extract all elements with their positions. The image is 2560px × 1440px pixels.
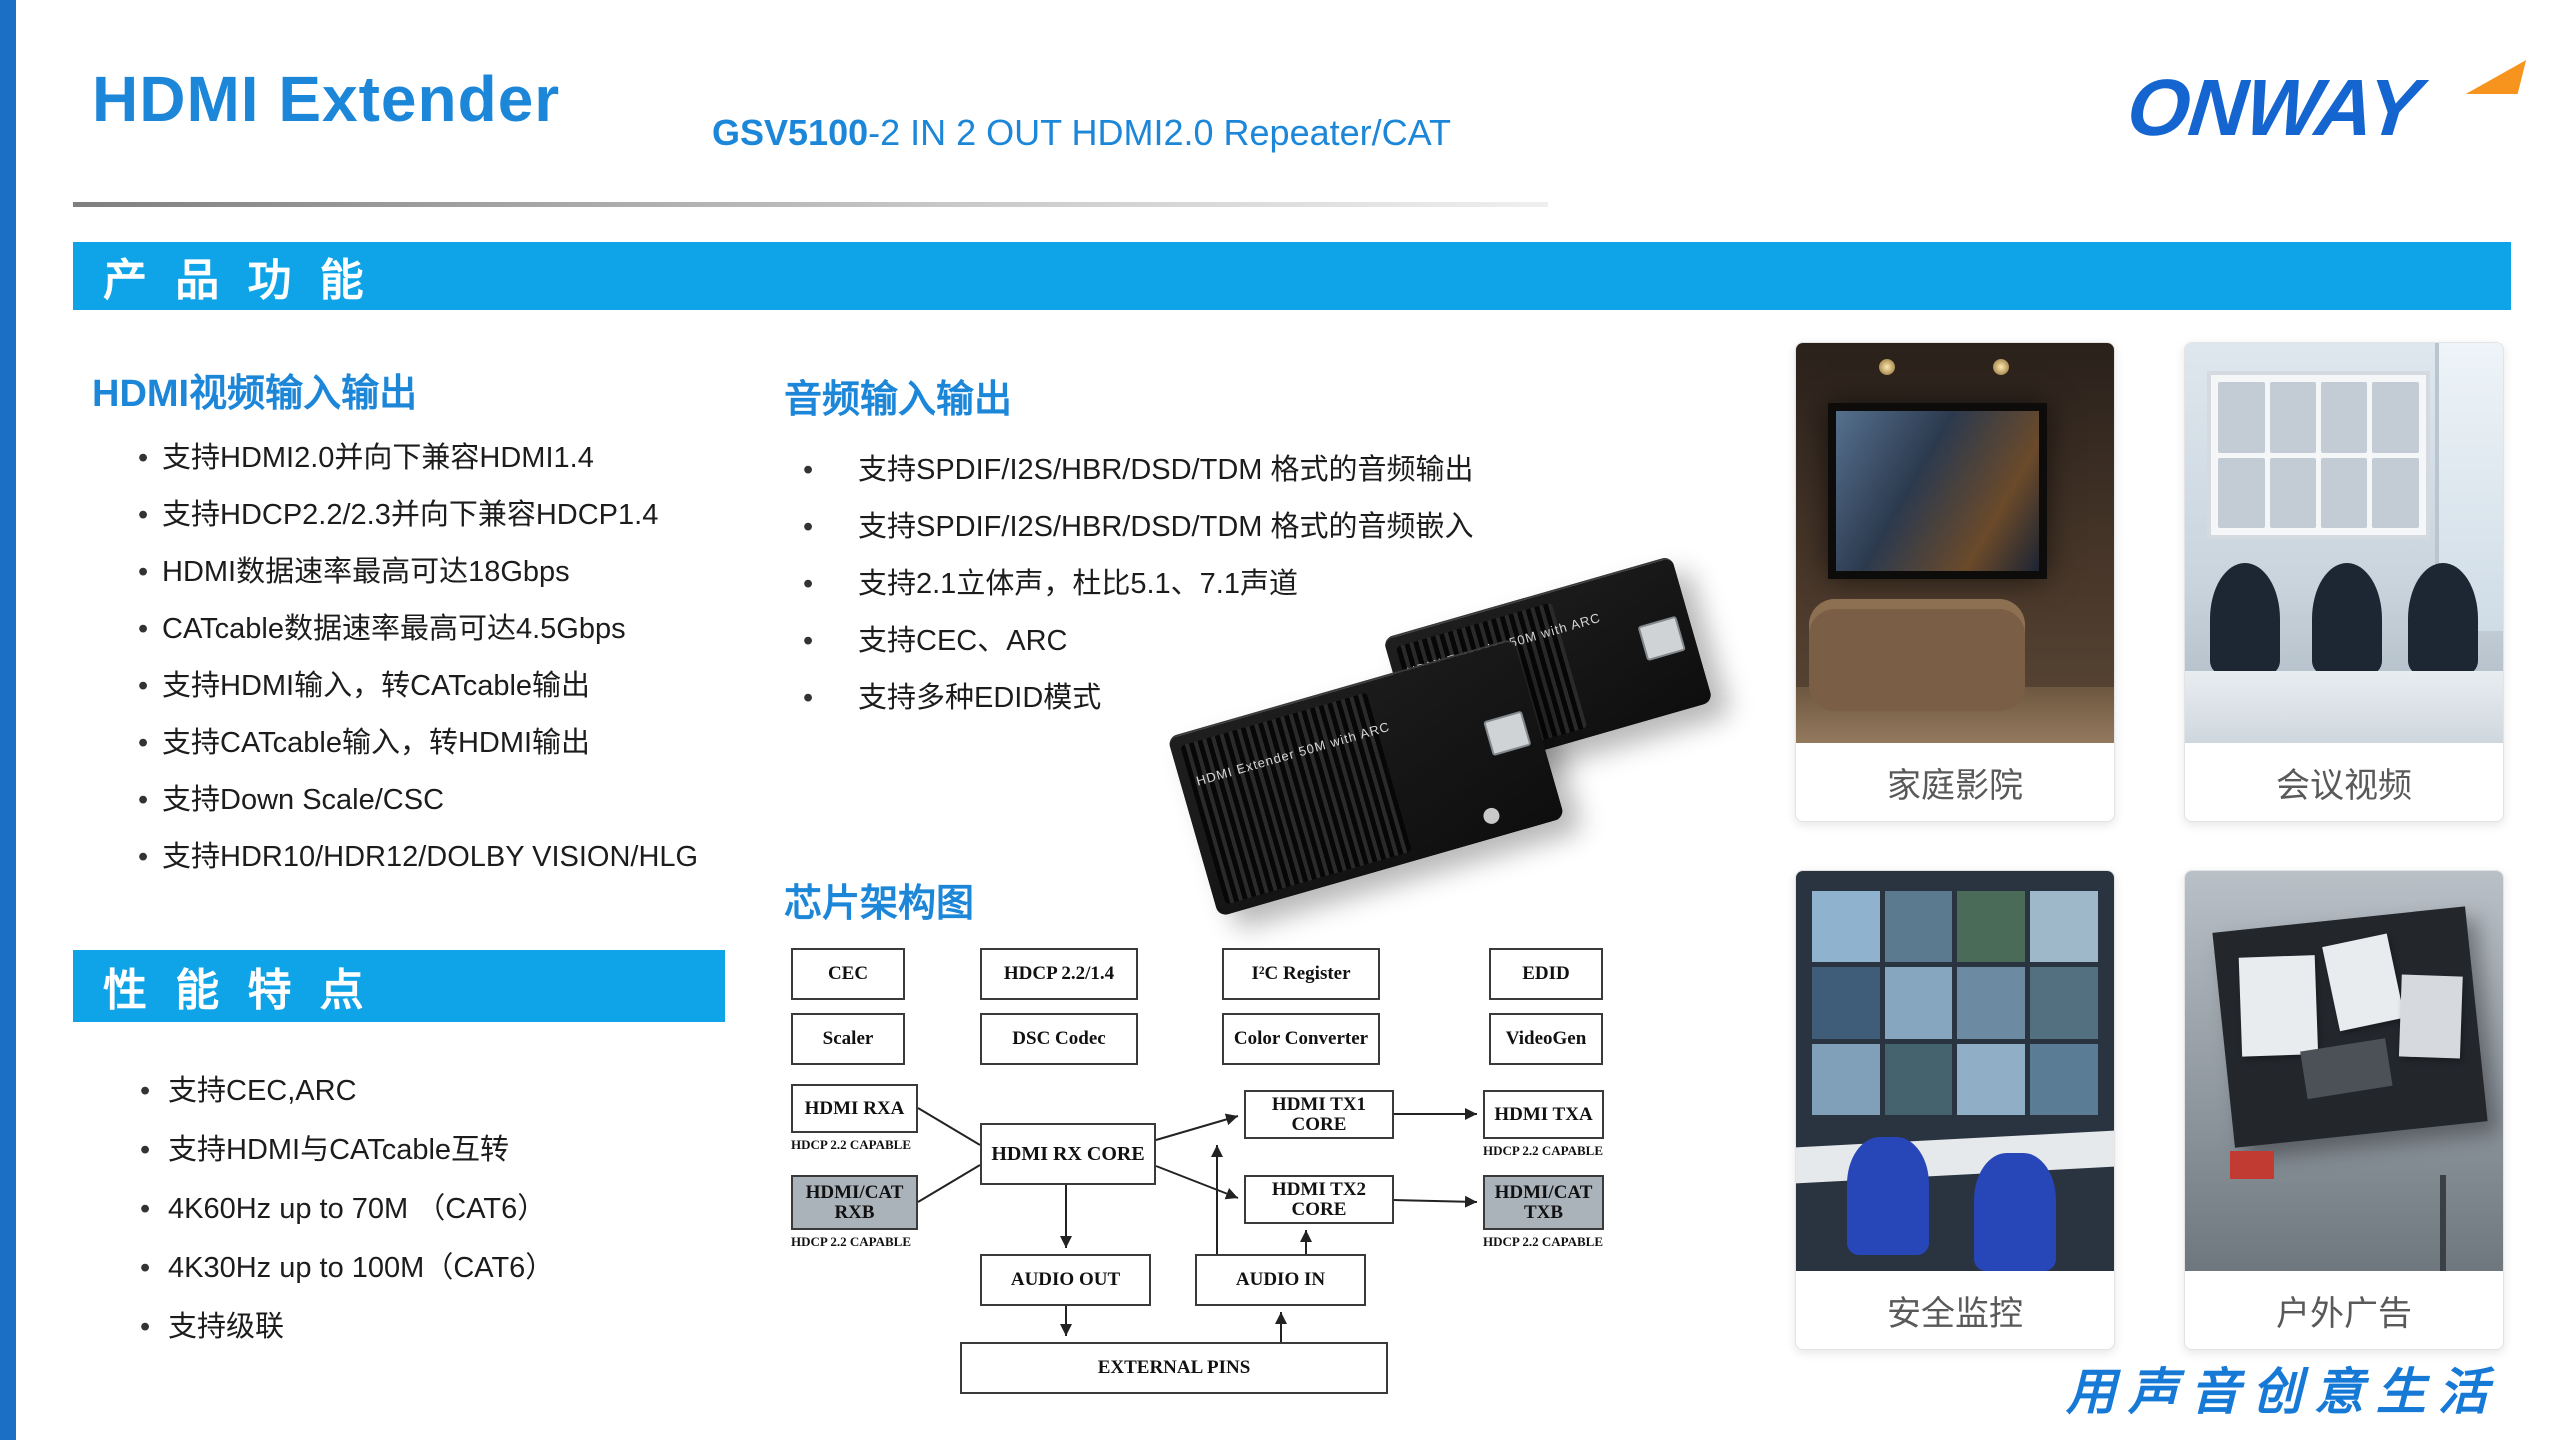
- model-number: GSV5100: [712, 112, 869, 153]
- home-theater-image: [1796, 343, 2114, 743]
- gallery-card-video-conference: 会议视频: [2184, 342, 2504, 822]
- page-title: HDMI Extender: [92, 63, 561, 135]
- diagram-box-audio-in: AUDIO IN: [1195, 1254, 1366, 1306]
- brand-slogan: 用声音创意生活: [2066, 1364, 2500, 1420]
- gallery-caption: 家庭影院: [1887, 766, 2023, 805]
- sofa: [1808, 599, 2025, 711]
- gallery-card-home-theater: 家庭影院: [1795, 342, 2115, 822]
- heading-chip-architecture: 芯片架构图: [784, 883, 975, 925]
- list-item: 支持CATcable输入，转HDMI输出: [92, 715, 698, 772]
- person-silhouette: [2210, 563, 2281, 675]
- flag-pole: [2439, 1175, 2446, 1271]
- conference-screen: [2207, 371, 2430, 539]
- list-item: 支持CEC、ARC: [784, 613, 1474, 670]
- list-item: CATcable数据速率最高可达4.5Gbps: [92, 601, 698, 658]
- logo-swoosh-icon: [2466, 60, 2526, 94]
- diagram-box-scaler: Scaler: [791, 1013, 905, 1065]
- diagram-box-hdmi-txa: HDMI TXA: [1483, 1090, 1604, 1139]
- diagram-box-hdmi-rx-core: HDMI RX CORE: [980, 1123, 1156, 1185]
- diagram-box-color-converter: Color Converter: [1222, 1013, 1380, 1065]
- list-item: 支持级联: [92, 1298, 554, 1357]
- diagram-box-hdmi-tx2-core: HDMI TX2 CORE: [1244, 1175, 1394, 1224]
- list-item: 支持HDMI2.0并向下兼容HDMI1.4: [92, 430, 698, 487]
- video-wall: [1811, 891, 2099, 1115]
- diagram-box-hdmi-tx1-core: HDMI TX1 CORE: [1244, 1090, 1394, 1139]
- diagram-box-external-pins: EXTERNAL PINS: [960, 1342, 1388, 1394]
- list-item: 支持CEC,ARC: [92, 1062, 554, 1121]
- diagram-box-videogen: VideoGen: [1489, 1013, 1603, 1065]
- diagram-label-hdcp-capable: HDCP 2.2 CAPABLE: [791, 1234, 912, 1249]
- diagram-box-hdmi-cat-txb: HDMI/CAT TXB: [1483, 1175, 1604, 1230]
- list-item: 支持2.1立体声，杜比5.1、7.1声道: [784, 556, 1474, 613]
- list-item: 支持SPDIF/I2S/HBR/DSD/TDM 格式的音频嵌入: [784, 499, 1474, 556]
- control-desk: [1796, 1130, 2114, 1184]
- list-item: 4K60Hz up to 70M （CAT6）: [92, 1180, 554, 1239]
- heading-audio-io: 音频输入输出: [784, 379, 1013, 421]
- video-conference-image: [2185, 343, 2503, 743]
- person-silhouette: [2407, 563, 2478, 675]
- subtitle-text: -2 IN 2 OUT HDMI2.0 Repeater/CAT: [868, 112, 1451, 153]
- chair: [1846, 1137, 1929, 1255]
- header-divider: [73, 202, 1548, 207]
- outdoor-advertising-image: [2185, 871, 2503, 1271]
- list-item: 支持Down Scale/CSC: [92, 772, 698, 829]
- audio-jack: [1481, 806, 1502, 826]
- product-photo: HDMI Extender 50M with ARC HDMI Extender…: [1167, 555, 1770, 933]
- diagram-box-hdmi-rxa: HDMI RXA: [791, 1084, 918, 1133]
- list-item: 支持SPDIF/I2S/HBR/DSD/TDM 格式的音频输出: [784, 442, 1474, 499]
- diagram-label-hdcp-capable: HDCP 2.2 CAPABLE: [1483, 1143, 1604, 1158]
- diagram-box-dsc-codec: DSC Codec: [980, 1013, 1138, 1065]
- brand-logo-text: ONWAY: [2123, 63, 2425, 152]
- heading-hdmi-io: HDMI视频输入输出: [92, 373, 418, 415]
- diagram-label-hdcp-capable: HDCP 2.2 CAPABLE: [1483, 1234, 1604, 1249]
- gallery-caption: 会议视频: [2276, 766, 2412, 805]
- gallery-caption: 户外广告: [2276, 1294, 2412, 1333]
- hdmi-io-list: 支持HDMI2.0并向下兼容HDMI1.4 支持HDCP2.2/2.3并向下兼容…: [92, 430, 698, 886]
- gallery-card-outdoor-advertising: 户外广告: [2184, 870, 2504, 1350]
- diagram-box-edid: EDID: [1489, 948, 1603, 1000]
- list-item: 支持HDCP2.2/2.3并向下兼容HDCP1.4: [92, 487, 698, 544]
- diagram-box-audio-out: AUDIO OUT: [980, 1254, 1151, 1306]
- diagram-box-hdcp: HDCP 2.2/1.4: [980, 948, 1138, 1000]
- diagram-box-cec: CEC: [791, 948, 905, 1000]
- banner-performance-features: 性 能 特 点: [73, 950, 725, 1022]
- chair: [1974, 1153, 2057, 1271]
- billboard: [2212, 906, 2489, 1148]
- brand-logo: ONWAY: [2123, 58, 2528, 158]
- gallery-caption: 安全监控: [1887, 1294, 2023, 1333]
- list-item: 支持HDMI输入，转CATcable输出: [92, 658, 698, 715]
- page-subtitle: GSV5100-2 IN 2 OUT HDMI2.0 Repeater/CAT: [712, 112, 1451, 154]
- small-sign: [2229, 1151, 2275, 1179]
- security-monitoring-image: [1796, 871, 2114, 1271]
- gallery-card-security-monitoring: 安全监控: [1795, 870, 2115, 1350]
- conference-table: [2185, 671, 2503, 743]
- list-item: 支持HDR10/HDR12/DOLBY VISION/HLG: [92, 829, 698, 886]
- list-item: 支持HDMI与CATcable互转: [92, 1121, 554, 1180]
- rj45-port: [1637, 615, 1686, 662]
- diagram-box-hdmi-cat-rxb: HDMI/CAT RXB: [791, 1175, 918, 1230]
- banner-product-functions: 产 品 功 能: [73, 242, 2511, 310]
- diagram-label-hdcp-capable: HDCP 2.2 CAPABLE: [791, 1137, 912, 1152]
- person-silhouette: [2312, 563, 2383, 675]
- rj45-port: [1483, 710, 1532, 757]
- chip-architecture-diagram: CEC HDCP 2.2/1.4 I²C Register EDID Scale…: [784, 940, 1634, 1420]
- performance-list: 支持CEC,ARC 支持HDMI与CATcable互转 4K60Hz up to…: [92, 1062, 554, 1357]
- list-item: 支持多种EDID模式: [784, 670, 1474, 727]
- list-item: 4K30Hz up to 100M（CAT6）: [92, 1239, 554, 1298]
- audio-io-list: 支持SPDIF/I2S/HBR/DSD/TDM 格式的音频输出 支持SPDIF/…: [784, 442, 1474, 727]
- left-accent-bar: [0, 0, 16, 1440]
- extender-transmitter-unit: HDMI Extender 50M with ARC: [1167, 638, 1565, 917]
- list-item: HDMI数据速率最高可达18Gbps: [92, 544, 698, 601]
- diagram-box-i2c-register: I²C Register: [1222, 948, 1380, 1000]
- tv-screen: [1827, 403, 2048, 579]
